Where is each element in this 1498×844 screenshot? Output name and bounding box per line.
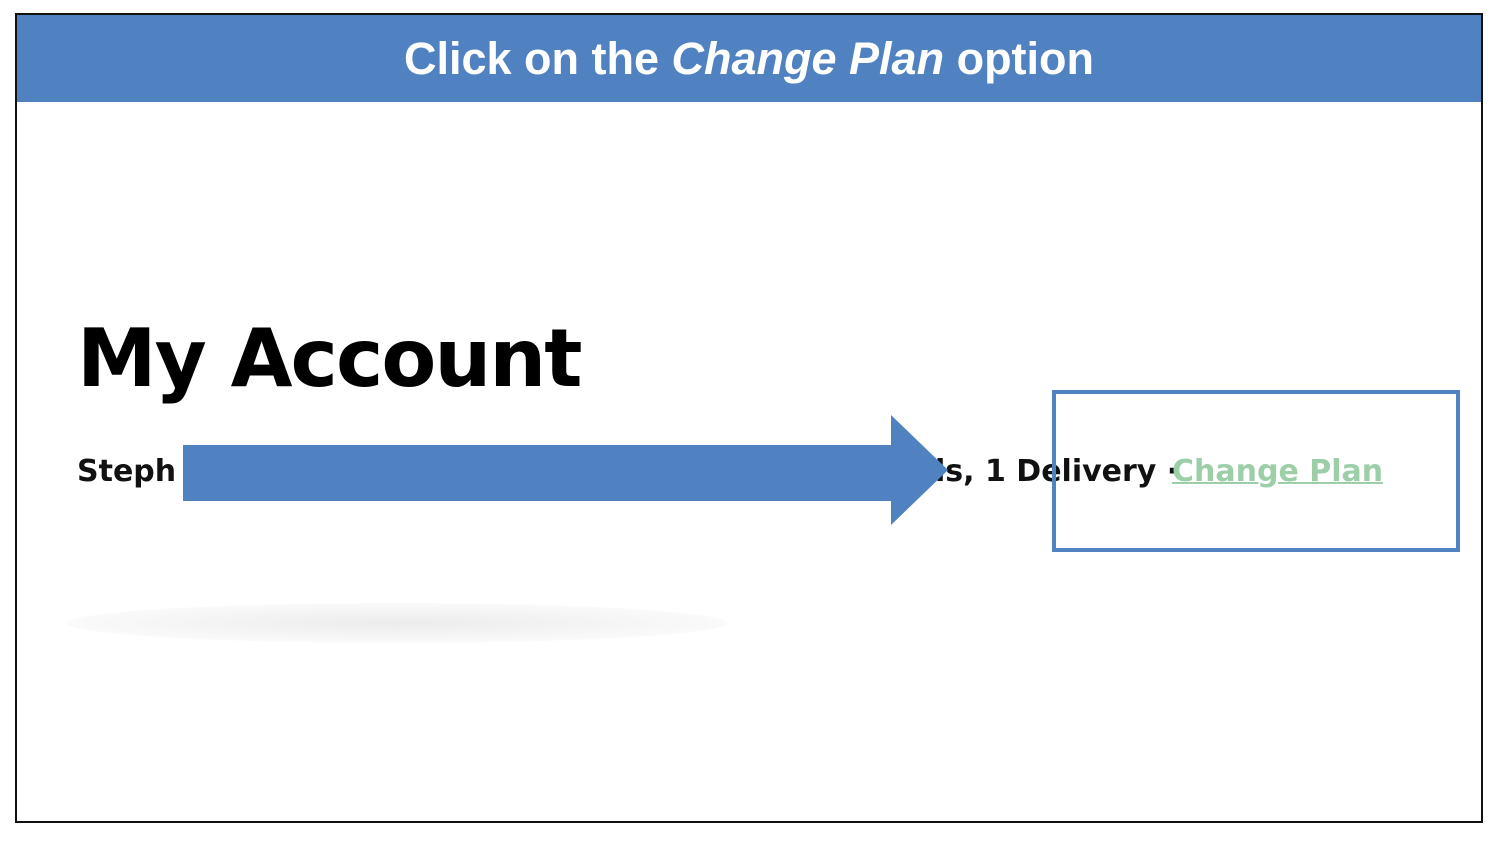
instruction-banner: Click on the Change Plan option — [17, 15, 1481, 102]
account-info-line: Steph ( ls, 1 Delivery · Change Plan — [77, 450, 1457, 494]
arrow-shape — [183, 415, 948, 525]
right-arrow-icon — [183, 415, 948, 525]
change-plan-link[interactable]: Change Plan — [1172, 454, 1384, 489]
instruction-emphasis: Change Plan — [671, 32, 945, 84]
highlight-box — [1052, 390, 1460, 552]
page-title: My Account — [77, 312, 582, 405]
account-name: Steph ( — [77, 454, 201, 489]
blurred-placeholder — [67, 603, 727, 643]
instruction-suffix: option — [944, 32, 1095, 84]
plan-summary: ls, 1 Delivery · — [935, 454, 1179, 489]
tutorial-slide: Click on the Change Plan option My Accou… — [15, 13, 1483, 823]
instruction-prefix: Click on the — [403, 32, 672, 84]
